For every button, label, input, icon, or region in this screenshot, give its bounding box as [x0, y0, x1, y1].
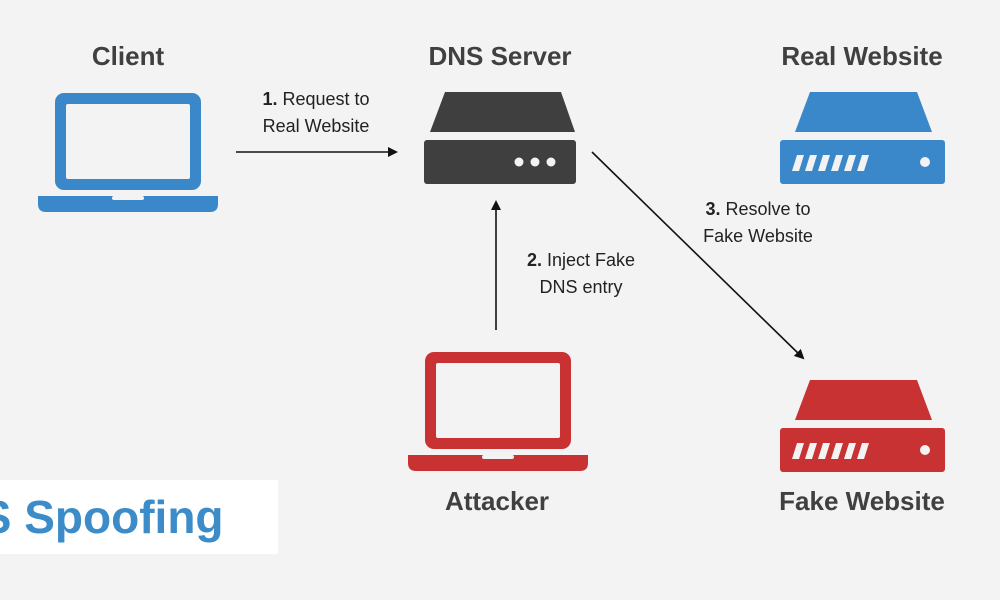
- step-3-label: 3. Resolve to Fake Website: [688, 196, 828, 250]
- step-3-number: 3.: [705, 199, 721, 219]
- step-1-number: 1.: [262, 89, 278, 109]
- page-title: IS Spoofing: [0, 491, 224, 543]
- step-3-line1: Resolve to: [725, 199, 811, 219]
- step-2-number: 2.: [526, 250, 542, 270]
- dns-server-label: DNS Server: [428, 41, 572, 71]
- arrow-resolve: [591, 151, 805, 360]
- title-box: IS Spoofing: [0, 480, 278, 554]
- fake-website-label: Fake Website: [779, 486, 945, 516]
- step-2-line2: DNS entry: [539, 277, 623, 297]
- step-1-line2: Real Website: [262, 116, 370, 136]
- attacker-label: Attacker: [444, 486, 550, 516]
- attacker-laptop-icon: [408, 352, 588, 471]
- client-label: Client: [91, 41, 165, 71]
- client-laptop-icon: [38, 93, 218, 212]
- fake-website-server-icon: [780, 380, 945, 472]
- step-1-line1: Request to: [282, 89, 370, 109]
- step-2-label: 2. Inject Fake DNS entry: [516, 247, 646, 301]
- real-website-server-icon: [780, 92, 945, 184]
- step-1-label: 1. Request to Real Website: [246, 86, 386, 140]
- dns-server-icon: [424, 92, 576, 184]
- step-2-line1: Inject Fake: [546, 250, 636, 270]
- step-3-line2: Fake Website: [703, 226, 813, 246]
- real-website-label: Real Website: [781, 41, 943, 71]
